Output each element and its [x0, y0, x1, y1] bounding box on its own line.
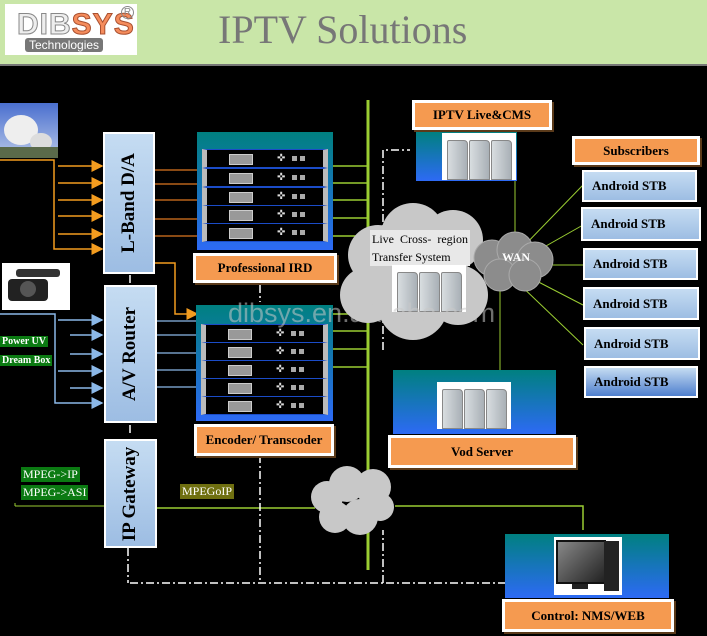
lband-to-encoder-line: [150, 262, 199, 320]
cross-region-line2: Transfer System: [372, 250, 451, 264]
lband-da-label: L-Band D/A: [118, 153, 139, 253]
encoder-rack-panel[interactable]: ✜ ✜ ✜ ✜ ✜: [196, 305, 333, 421]
server-icon: [437, 382, 511, 429]
ird-unit: ✜: [202, 168, 328, 187]
vod-server-panel[interactable]: [393, 370, 556, 434]
source-label-power-uv: Power UV: [0, 336, 48, 347]
control-panel[interactable]: [505, 534, 669, 598]
ip-label-mpeg-asi: MPEG->ASI: [21, 485, 89, 500]
header-banner: DIBSYS Technologies R IPTV Solutions: [0, 0, 707, 66]
cross-region-server-icon: [392, 265, 466, 312]
cross-region-label: Live Cross- region Transfer System: [370, 230, 470, 266]
iptv-live-cms-label: IPTV Live&CMS: [412, 100, 552, 130]
satellite-dish-icon: [0, 103, 58, 158]
wan-cloud-icon: [473, 231, 554, 292]
ird-to-backbone-lines: [330, 165, 368, 368]
android-stb-3[interactable]: Android STB: [583, 248, 698, 280]
wan-label: WAN: [502, 250, 531, 264]
ip-gateway-label: IP Gateway: [119, 446, 141, 541]
android-stb-2[interactable]: Android STB: [581, 207, 701, 241]
android-stb-4[interactable]: Android STB: [583, 287, 699, 320]
android-stb-5[interactable]: Android STB: [584, 327, 700, 360]
subscribers-label: Subscribers: [572, 136, 700, 165]
ip-label-mpeg-ip: MPEG->IP: [21, 467, 80, 482]
control-nms-web-label: Control: NMS/WEB: [502, 599, 674, 632]
logo-subtitle: Technologies: [25, 38, 104, 52]
ird-rack-panel[interactable]: ✜ ✜ ✜ ✜ ✜: [197, 132, 333, 250]
encoder-unit: ✜: [201, 360, 328, 379]
mpegoip-label: MPEGoIP: [180, 484, 235, 499]
av-router-label: A/V Router: [119, 306, 141, 402]
desktop-computer-icon: [554, 537, 622, 595]
encoder-unit: ✜: [201, 378, 328, 397]
ird-unit: ✜: [202, 205, 328, 224]
source-label-dream-box: Dream Box: [0, 355, 53, 366]
android-stb-1[interactable]: Android STB: [582, 170, 697, 202]
encoder-transcoder-label: Encoder/ Transcoder: [194, 424, 334, 456]
dibsys-logo: DIBSYS Technologies R: [5, 4, 137, 55]
lband-da-box[interactable]: L-Band D/A: [103, 132, 155, 274]
server-icon: [442, 133, 516, 180]
ip-gateway-box[interactable]: IP Gateway: [104, 439, 157, 548]
watermark: dibsys.en.alibaba.com: [228, 298, 496, 328]
av-router-box[interactable]: A/V Router: [104, 285, 157, 423]
encoder-unit: ✜: [201, 396, 328, 415]
network-cloud-icon: [311, 466, 394, 535]
logo-dib: DIB: [17, 8, 72, 42]
router-to-encoder-lines: [156, 320, 197, 388]
ird-unit: ✜: [202, 187, 328, 206]
android-stb-6[interactable]: Android STB: [584, 366, 698, 398]
cloud-to-control-line: [395, 505, 584, 530]
satellite-feed-lines: [0, 159, 104, 255]
camera-feed-lines: [0, 313, 104, 409]
professional-ird-label: Professional IRD: [193, 253, 337, 283]
page-title: IPTV Solutions: [218, 7, 468, 52]
video-camera-icon: [2, 263, 70, 310]
encoder-unit: ✜: [201, 342, 328, 361]
registered-mark: R: [121, 6, 134, 19]
ird-unit: ✜: [202, 223, 328, 242]
vod-server-label: Vod Server: [388, 435, 576, 468]
ird-unit: ✜: [202, 149, 328, 168]
live-cms-server-panel[interactable]: [416, 132, 517, 181]
lband-to-ird-lines: [154, 169, 197, 237]
cross-region-line1: Live Cross- region: [372, 232, 468, 246]
